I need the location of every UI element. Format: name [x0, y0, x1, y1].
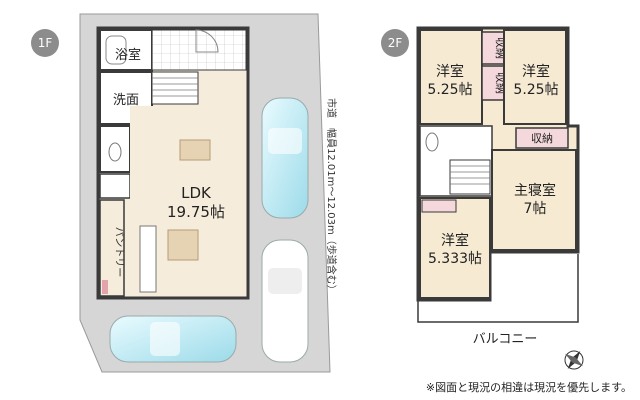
south-bedroom-name: 洋室 — [441, 232, 469, 249]
kitchen-icon — [139, 225, 157, 293]
floor-1-plan: 1F 浴室 洗面 LDK 19.75帖 パントリー — [31, 13, 338, 373]
floor-1-tag — [31, 29, 59, 57]
sofa — [179, 139, 211, 161]
dining-table — [167, 229, 199, 261]
storage-3-label: 収納 — [531, 132, 553, 145]
street-label: 市道 幅員12.01m～12.03m（歩道含む） — [325, 98, 338, 295]
washroom-label: 洗面 — [113, 93, 139, 108]
footer-note: ※図面と現況の相違は現況を優先します。 — [426, 380, 632, 394]
west-bedroom-size: 5.25帖 — [427, 82, 472, 98]
toilet-icon — [108, 142, 122, 162]
west-bedroom-name: 洋室 — [436, 63, 464, 80]
toilet-icon — [425, 132, 439, 152]
ldk-size: 19.75帖 — [167, 203, 225, 221]
south-closet — [421, 199, 457, 213]
floor-2-tag — [381, 29, 409, 57]
floor-2-label: 2F — [388, 36, 403, 50]
compass-icon — [564, 350, 584, 370]
car-icon — [261, 97, 309, 219]
south-bedroom — [419, 197, 491, 299]
ldk-name: LDK — [181, 184, 212, 202]
east-bedroom — [503, 29, 567, 125]
car-icon — [109, 315, 237, 363]
bathtub-icon — [105, 35, 127, 65]
balcony-label: バルコニー — [473, 332, 538, 347]
floor-1-label: 1F — [38, 36, 53, 50]
hall-closet — [99, 173, 131, 199]
east-bedroom-name: 洋室 — [522, 63, 550, 80]
entrance-hall — [151, 29, 247, 71]
east-bedroom-size: 5.25帖 — [513, 82, 558, 98]
balcony-rail — [417, 254, 579, 323]
stairs-icon — [449, 159, 491, 195]
pantry-label: パントリー — [113, 227, 125, 278]
bath-label: 浴室 — [115, 47, 141, 63]
stairs-icon — [151, 71, 199, 105]
west-bedroom — [419, 29, 483, 125]
master-bedroom-name: 主寝室 — [514, 182, 556, 199]
floor-2-plan: 2F 洋室 5.25帖 収納 収納 洋室 5.25帖 収納 主寝室 7帖 — [381, 26, 584, 370]
car-icon — [261, 239, 309, 363]
master-bedroom — [491, 149, 577, 251]
entry-door-swing — [195, 29, 219, 53]
storage-3 — [515, 127, 569, 149]
pantry-marker — [102, 280, 108, 294]
master-bedroom-size: 7帖 — [524, 201, 547, 217]
south-bedroom-size: 5.333帖 — [428, 251, 482, 267]
